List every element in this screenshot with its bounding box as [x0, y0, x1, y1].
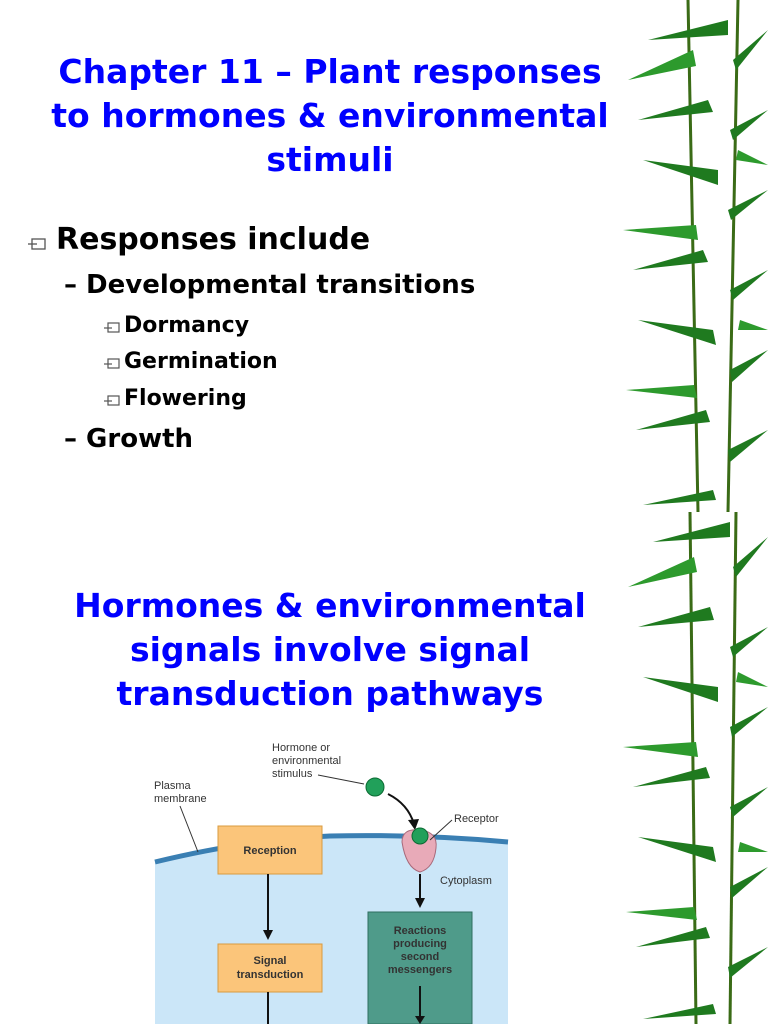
signal-label-1: Signal [253, 955, 286, 967]
membrane-label-2: membrane [154, 793, 207, 805]
sub-developmental: – Developmental transitions [64, 270, 476, 300]
sub-growth: – Growth [64, 424, 194, 454]
reactions-label-3: second [401, 951, 440, 963]
receptor-label: Receptor [454, 813, 499, 825]
slide-1-title: Chapter 11 – Plant responses to hormones… [51, 52, 609, 179]
signal-transduction-diagram: Hormone or environmental stimulus Plasma… [154, 742, 509, 1024]
stimulus-label-3: stimulus [272, 768, 313, 780]
reactions-label-1: Reactions [394, 925, 447, 937]
item-dormancy: Dormancy [124, 313, 250, 338]
window-bullet-icon [28, 238, 46, 250]
membrane-label-1: Plasma [154, 780, 192, 792]
item-flowering: Flowering [124, 386, 247, 411]
slide-2-title: Hormones & environmental signals involve… [74, 586, 586, 713]
cytoplasm-label: Cytoplasm [440, 875, 492, 887]
item-germination: Germination [124, 349, 278, 374]
reactions-label-2: producing [393, 938, 447, 950]
bullet-responses: Responses include [28, 222, 370, 257]
slide-2: Hormones & environmental signals involve… [0, 512, 768, 1024]
hormone-molecule [365, 777, 385, 797]
stimulus-label-1: Hormone or [272, 742, 330, 754]
list-item: Germination [104, 349, 278, 374]
list-item: Flowering [104, 386, 247, 411]
list-item: Dormancy [104, 313, 249, 338]
reception-box [217, 825, 323, 875]
reception-label: Reception [243, 845, 296, 857]
stimulus-label-2: environmental [272, 755, 341, 767]
plasma-membrane [154, 833, 509, 865]
bullet-responses-text: Responses include [56, 222, 371, 257]
window-bullet-icon [104, 322, 120, 333]
bamboo-decoration-icon [623, 0, 768, 512]
signal-label-2: transduction [237, 969, 304, 981]
window-bullet-icon [104, 395, 120, 406]
bamboo-decoration-icon [623, 512, 768, 1024]
signal-transduction-box [217, 943, 323, 993]
window-bullet-icon [104, 358, 120, 369]
receptor [401, 829, 437, 873]
slide-1: Chapter 11 – Plant responses to hormones… [28, 0, 768, 512]
reactions-label-4: messengers [388, 964, 452, 976]
